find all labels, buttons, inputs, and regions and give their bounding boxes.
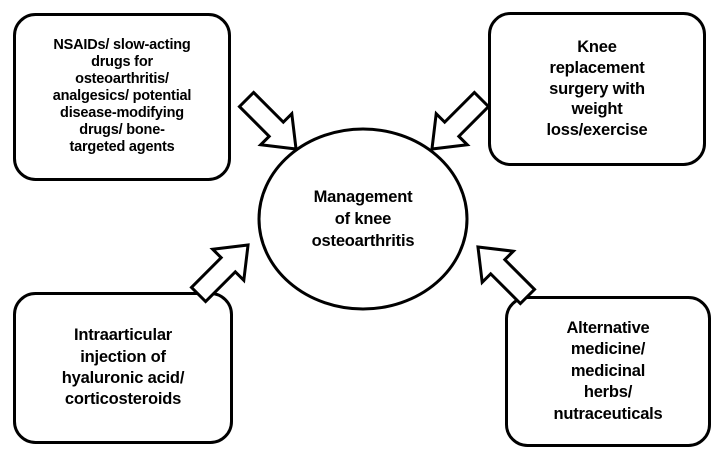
node-box-bottom-right[interactable]	[505, 296, 711, 447]
arrow-bottom-right	[476, 245, 537, 306]
center-ellipse[interactable]	[257, 127, 469, 311]
arrow-top-left	[237, 90, 298, 151]
node-box-top-right[interactable]	[488, 12, 706, 166]
node-box-top-left[interactable]	[13, 13, 231, 181]
arrow-top-right	[430, 90, 491, 151]
arrow-bottom-left	[189, 243, 250, 304]
node-box-bottom-left[interactable]	[13, 292, 233, 444]
